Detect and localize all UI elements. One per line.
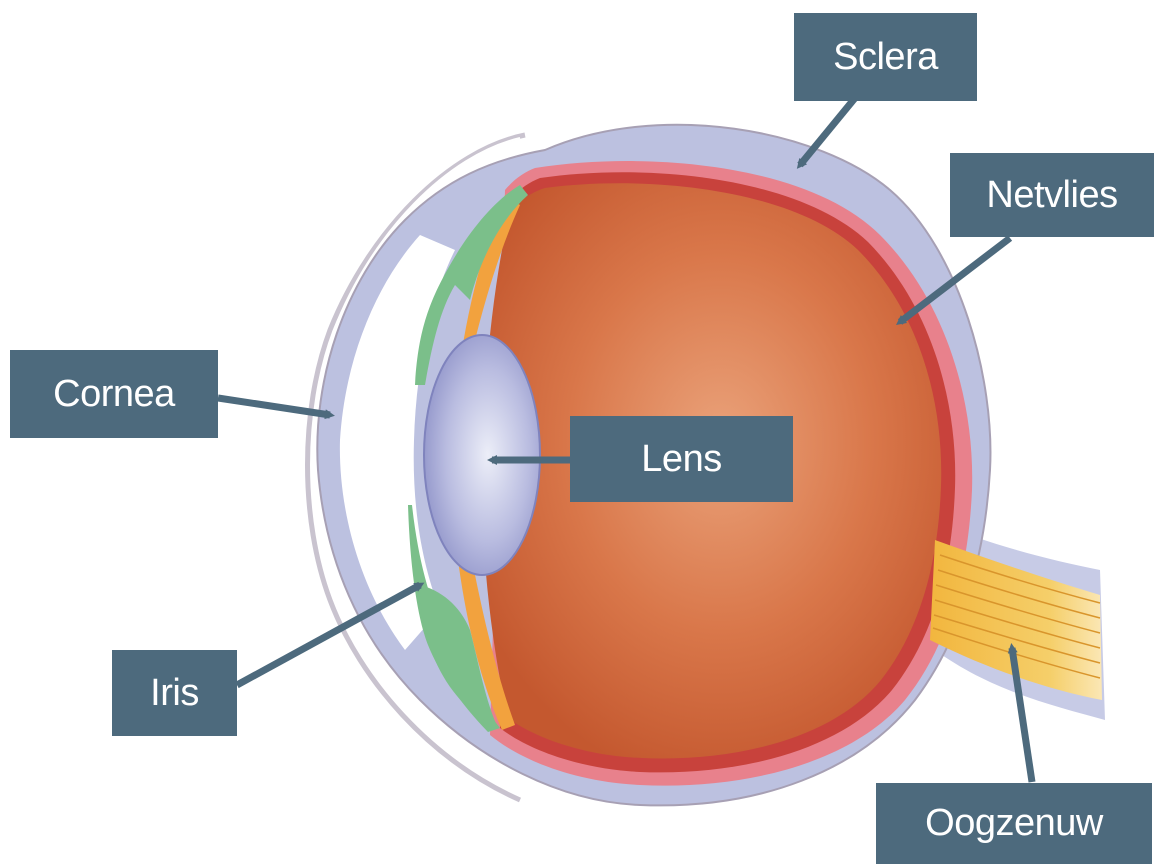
lens-shape [424,335,540,575]
iris-label: Iris [112,650,237,736]
cornea-label: Cornea [10,350,218,438]
sclera-label: Sclera [794,13,977,101]
lens-label: Lens [570,416,793,502]
netvlies-label: Netvlies [950,153,1154,237]
oogzenuw-label: Oogzenuw [876,783,1152,864]
